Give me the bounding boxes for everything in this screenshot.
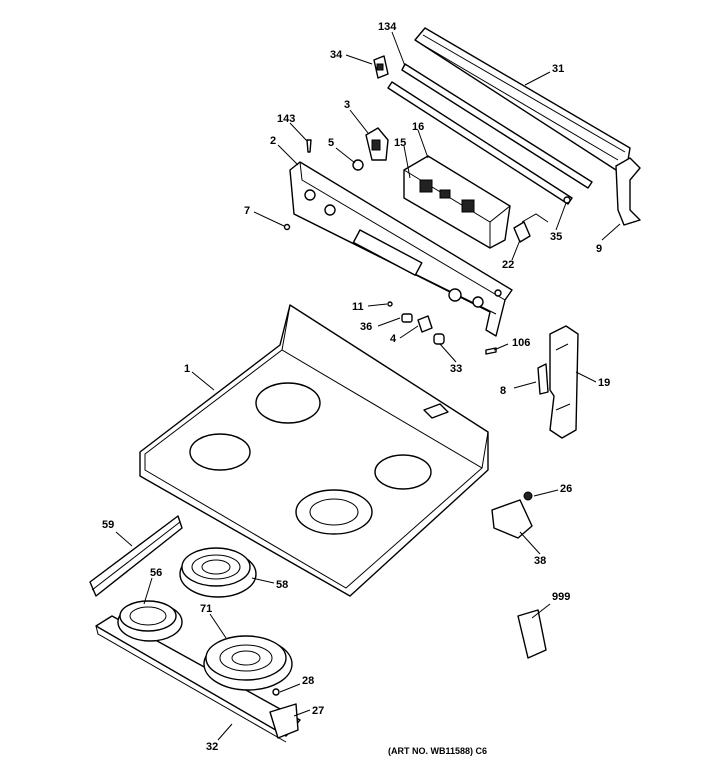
label-56: 56 (150, 567, 162, 579)
label-34: 34 (330, 49, 343, 61)
label-38: 38 (534, 555, 546, 567)
label-11: 11 (352, 301, 364, 313)
label-36: 36 (360, 321, 372, 333)
part-16-control-board (403, 155, 511, 249)
part-32-drip-plate (95, 615, 301, 743)
part-3-bracket (365, 127, 389, 161)
label-106: 106 (512, 337, 530, 349)
label-26: 26 (560, 483, 572, 495)
part-5-knob (352, 159, 364, 171)
label-33: 33 (450, 363, 462, 375)
part-143-screw (306, 139, 312, 153)
part-labels: 134 31 34 3 143 5 2 16 15 7 9 22 35 11 3… (102, 21, 610, 753)
part-31-top-cap (414, 27, 631, 171)
label-2: 2 (270, 135, 276, 147)
label-15: 15 (394, 137, 406, 149)
part-71-coil-burner (203, 635, 293, 691)
label-35: 35 (550, 231, 562, 243)
part-999-literature (517, 609, 547, 659)
part-26-vent-knob (523, 491, 533, 501)
label-28: 28 (302, 675, 314, 687)
label-58: 58 (276, 579, 288, 591)
part-8-bracket (537, 363, 549, 395)
leader-lines (115, 31, 621, 741)
art-number: (ART NO. WB11588) C6 (388, 746, 487, 756)
label-999: 999 (552, 591, 570, 603)
label-3: 3 (344, 99, 350, 111)
part-56-coil-burner (117, 600, 183, 642)
part-22-connector (513, 213, 549, 243)
part-27-bracket (269, 703, 299, 739)
label-22: 22 (502, 259, 514, 271)
label-5: 5 (328, 137, 334, 149)
part-58-coil-burner (179, 547, 257, 598)
label-32: 32 (206, 741, 218, 753)
part-38-vent-cover (491, 499, 533, 539)
label-71: 71 (200, 603, 212, 615)
part-34-clip (373, 55, 389, 79)
label-8: 8 (500, 385, 506, 397)
part-1-cooktop (139, 304, 489, 597)
label-7: 7 (244, 205, 250, 217)
part-small-fasteners (387, 301, 445, 345)
label-134: 134 (378, 21, 397, 33)
part-9-end-cap (615, 157, 641, 226)
label-31: 31 (552, 63, 564, 75)
label-16: 16 (412, 121, 424, 133)
label-59: 59 (102, 519, 114, 531)
part-28-screw (272, 688, 280, 696)
label-143: 143 (277, 113, 295, 125)
part-trim-rod (387, 81, 573, 205)
part-2-control-panel (289, 161, 513, 337)
label-27: 27 (312, 705, 324, 717)
part-19-side-bracket (549, 325, 579, 439)
label-1: 1 (184, 363, 190, 375)
part-7-screw (283, 223, 291, 231)
part-134-trim-strip (401, 63, 593, 189)
part-59-bracket-rail (89, 515, 183, 597)
label-19: 19 (598, 377, 610, 389)
part-106-screw (485, 347, 497, 355)
label-9: 9 (596, 243, 602, 255)
part-35-fastener (563, 196, 571, 204)
label-4: 4 (390, 333, 397, 345)
